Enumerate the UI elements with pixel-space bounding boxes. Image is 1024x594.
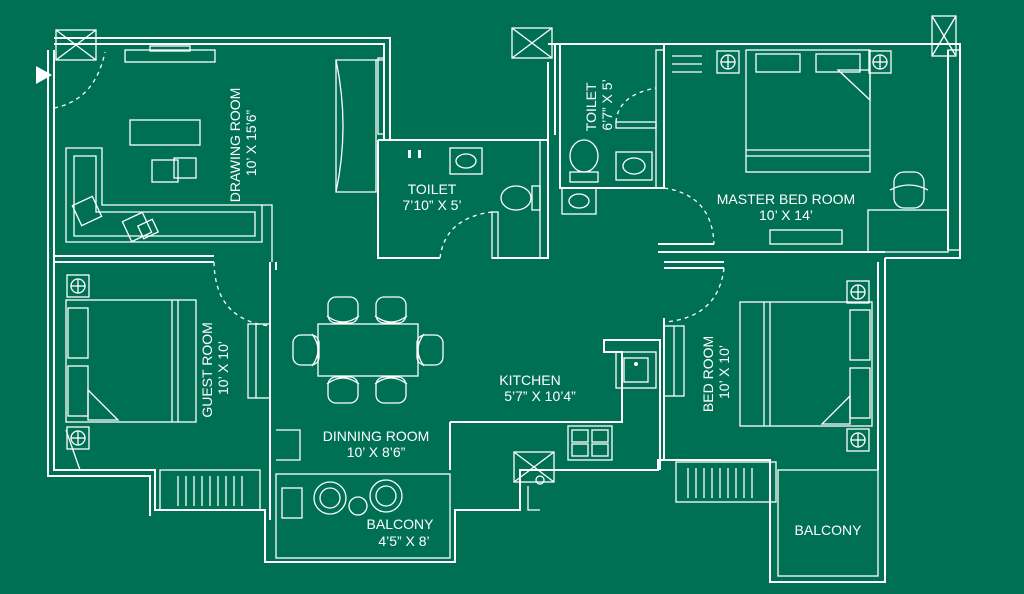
washbasin-icon: [615, 151, 653, 181]
svg-text:TOILET 6’7” X 5’: TOILET 6’7” X 5’: [583, 79, 615, 131]
bed-icon: [65, 299, 197, 423]
balcony-1-size: 4’5” X 8’: [378, 533, 429, 549]
kitchen: KITCHEN 5’7” X 10’4”: [449, 339, 661, 511]
balcony-2-name: BALCONY: [795, 522, 863, 538]
wardrobe-icon: [335, 59, 377, 193]
lamp-icon: [868, 50, 892, 74]
toilet-1: TOILET 7’10” X 5’: [377, 139, 549, 259]
kitchen-size: 5’7” X 10’4”: [504, 388, 576, 404]
master-bed-room: MASTER BED ROOM 10’ X 14’: [658, 49, 949, 253]
window-icon: [931, 15, 957, 57]
planter-icon: [313, 481, 347, 515]
washbasin-icon: [449, 147, 483, 175]
master-bed-room-name: MASTER BED ROOM: [717, 191, 855, 207]
stove-icon: [567, 425, 613, 461]
chair-icon: [889, 171, 929, 209]
balcony-2: BALCONY: [777, 469, 879, 577]
bed-icon: [739, 301, 873, 427]
bed-icon: [745, 49, 871, 173]
balcony-railing: [675, 461, 777, 503]
lamp-icon: [66, 274, 90, 298]
toilet-icon: [500, 185, 541, 211]
study-table-icon: [867, 209, 949, 253]
drawing-room-size: 10’ X 15’6”: [243, 109, 259, 176]
lamp-icon: [846, 280, 870, 304]
toilet-icon: [569, 139, 599, 183]
svg-text:DRAWING ROOM 10’ X 15’6”: DRAWING ROOM 10’ X 15’6”: [227, 84, 259, 202]
lamp-icon: [846, 428, 870, 452]
center-table-icon: [129, 119, 201, 146]
svg-text:BED ROOM 10’ X 10’: BED ROOM 10’ X 10’: [700, 332, 732, 412]
tv-unit-icon: [769, 229, 843, 245]
wardrobe-icon: [247, 323, 271, 399]
lamp-icon: [66, 426, 90, 450]
kitchen-name: KITCHEN: [499, 372, 560, 388]
toilet-1-size: 7’10” X 5’: [402, 197, 461, 213]
lamp-icon: [716, 50, 740, 74]
guest-room-size: 10’ X 10’: [215, 341, 231, 395]
bed-room-name: BED ROOM: [700, 336, 716, 412]
toilet-2: TOILET 6’7” X 5’: [559, 44, 665, 215]
sink-icon: [615, 351, 657, 389]
entry-door-swing: [53, 51, 106, 109]
outer-walls: [47, 37, 961, 583]
master-bed-room-size: 10’ X 14’: [759, 207, 813, 223]
bed-room-size: 10’ X 10’: [716, 345, 732, 399]
bed-room: BED ROOM 10’ X 10’: [663, 261, 879, 503]
drawing-room-furniture: DRAWING ROOM 10’ X 15’6”: [65, 45, 385, 262]
armchair-icon: [71, 195, 160, 243]
toilet-1-name: TOILET: [408, 181, 457, 197]
window-icon: [511, 27, 553, 59]
washbasin-icon: [561, 187, 597, 215]
entry-arrow-icon: [36, 66, 52, 84]
dining-room-size: 10’ X 8’6”: [347, 444, 406, 460]
balcony-1: BALCONY 4’5” X 8’: [275, 473, 451, 559]
tv-unit-icon: [124, 49, 216, 63]
guest-room: GUEST ROOM 10’ X 10’: [54, 255, 277, 520]
svg-text:GUEST ROOM 10’ X 10’: GUEST ROOM 10’ X 10’: [199, 318, 231, 417]
toilet-2-size: 6’7” X 5’: [599, 79, 615, 130]
guest-room-name: GUEST ROOM: [199, 322, 215, 417]
dining-room-name: DINNING ROOM: [323, 428, 430, 444]
balcony-railing: [159, 469, 261, 511]
balcony-1-name: BALCONY: [367, 516, 435, 532]
dining-table-icon: [292, 296, 444, 404]
washing-machine-icon: [281, 487, 303, 519]
drawing-room-name: DRAWING ROOM: [227, 88, 243, 203]
toilet-2-name: TOILET: [583, 82, 599, 131]
vent-icon: [513, 451, 555, 483]
dining-room: DINNING ROOM 10’ X 8’6”: [276, 296, 444, 461]
